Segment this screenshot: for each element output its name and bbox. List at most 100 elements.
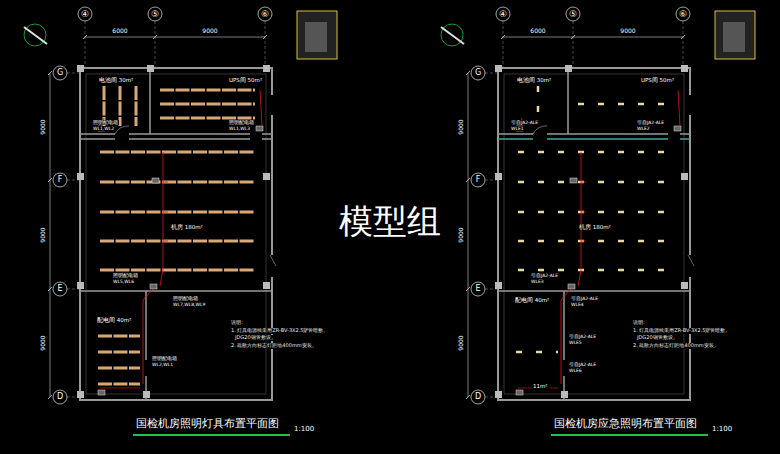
- distribution-box: [98, 390, 105, 395]
- plan-label: WLE4: [570, 302, 585, 307]
- plan-label: JDG20钢管敷设。: [234, 335, 277, 341]
- wall: [80, 133, 272, 135]
- dimension-tick: [571, 35, 575, 39]
- plans: [48, 7, 694, 404]
- plan-label: 9000: [40, 226, 47, 243]
- plan-label: ⑥: [678, 9, 688, 19]
- compass: [24, 24, 464, 46]
- plan-label: 引自JA2-ALE: [568, 334, 597, 339]
- room: 配电间 40m²: [90, 295, 144, 393]
- plan-label: WL1,WL3: [228, 126, 251, 131]
- wall: [145, 291, 147, 400]
- distribution-box: [150, 284, 157, 289]
- plan-label: 9000: [458, 334, 465, 351]
- plan-label: 9000: [458, 226, 465, 243]
- light-fixture-row: [135, 86, 138, 126]
- wall: [567, 68, 569, 134]
- door: [686, 255, 692, 277]
- plan-label: 引自JA2-ALE: [636, 120, 665, 125]
- light-fixture-row: [160, 89, 255, 92]
- column: [495, 282, 502, 289]
- distribution-box: [570, 178, 577, 183]
- wall: [498, 133, 690, 135]
- plan-label: 2. 疏散方向标志灯距地400mm安装。: [632, 343, 720, 349]
- wall: [563, 291, 565, 400]
- axis-line: [485, 73, 498, 74]
- wire: [581, 212, 586, 213]
- column: [263, 65, 270, 72]
- dimension-tick: [466, 395, 470, 399]
- wire: [100, 388, 140, 389]
- plan-label: 说明:: [230, 320, 244, 326]
- distribution-box: [256, 126, 263, 131]
- plan-label: 9000: [40, 118, 47, 135]
- plan-label: WL7,WL8,WL9: [172, 302, 206, 307]
- door-swing: [270, 255, 276, 266]
- plan-label: WLE1: [510, 126, 525, 131]
- light-fixture-row: [100, 240, 255, 243]
- axis-bubble: [53, 66, 67, 80]
- wire: [578, 152, 581, 286]
- axis-line: [503, 21, 504, 68]
- wire: [163, 182, 168, 183]
- watermark: 模型组: [338, 202, 442, 241]
- light-fixture-row: [518, 269, 673, 272]
- door: [115, 132, 129, 141]
- door: [562, 360, 567, 376]
- plan-label: 6000: [111, 28, 128, 35]
- plan-label: 国检机房应急照明布置平面图: [553, 418, 698, 431]
- plan-label: 引自JA2-ALE: [510, 120, 539, 125]
- plan-label: 6000: [529, 28, 546, 35]
- dimension-tick: [466, 287, 470, 291]
- outer-wall: [80, 68, 272, 400]
- column: [77, 65, 84, 72]
- room-label: UPS间 50m²: [640, 77, 675, 83]
- dimension-tick: [83, 35, 87, 39]
- light-fixture-row: [518, 181, 673, 184]
- plan-label: F: [475, 175, 482, 184]
- wire: [581, 241, 586, 242]
- plan-label: ⑤: [568, 9, 578, 19]
- plan-label: 引自JA2-ALE: [570, 296, 599, 301]
- light-fixture-row: [578, 103, 673, 106]
- column: [77, 282, 84, 289]
- dimension-tick: [263, 35, 267, 39]
- room: 机房 180m²: [90, 142, 264, 288]
- plan-label: 9000: [201, 28, 218, 35]
- column: [681, 282, 688, 289]
- column: [77, 173, 84, 180]
- room-label: 机房 180m²: [578, 224, 612, 230]
- plan-label: 国检机房照明灯具布置平面图: [135, 418, 280, 431]
- room-label: 电池间 30m²: [98, 77, 134, 83]
- door: [144, 360, 149, 376]
- distribution-box: [152, 178, 159, 183]
- plan-label: 引自JA2-ALE: [530, 273, 559, 278]
- plan-label: 9000: [40, 334, 47, 351]
- plan-label: 9000: [458, 118, 465, 135]
- light-fixture-row: [100, 269, 255, 272]
- title-underline: [133, 435, 708, 436]
- distribution-box: [674, 126, 681, 131]
- light-fixture-row: [518, 240, 673, 243]
- dimension-tick: [48, 395, 52, 399]
- light-fixture-row: [518, 151, 673, 154]
- room: 11m²: [508, 381, 562, 395]
- dimension-line: [503, 37, 683, 38]
- plan-label: ⑥: [260, 9, 270, 19]
- column: [681, 173, 688, 180]
- column: [565, 65, 572, 72]
- dimension-tick: [501, 35, 505, 39]
- dimension-tick: [153, 35, 157, 39]
- light-fixture-row: [100, 181, 255, 184]
- wire: [163, 212, 168, 213]
- dimension-line: [468, 73, 469, 397]
- room-label: 11m²: [532, 383, 549, 389]
- plan-label: D: [474, 392, 482, 401]
- plan-label: JDG20钢管敷设。: [636, 335, 679, 341]
- column: [495, 173, 502, 180]
- door: [250, 132, 262, 141]
- plan-label: F: [57, 175, 64, 184]
- column: [147, 65, 154, 72]
- axis-bubble: [148, 7, 162, 21]
